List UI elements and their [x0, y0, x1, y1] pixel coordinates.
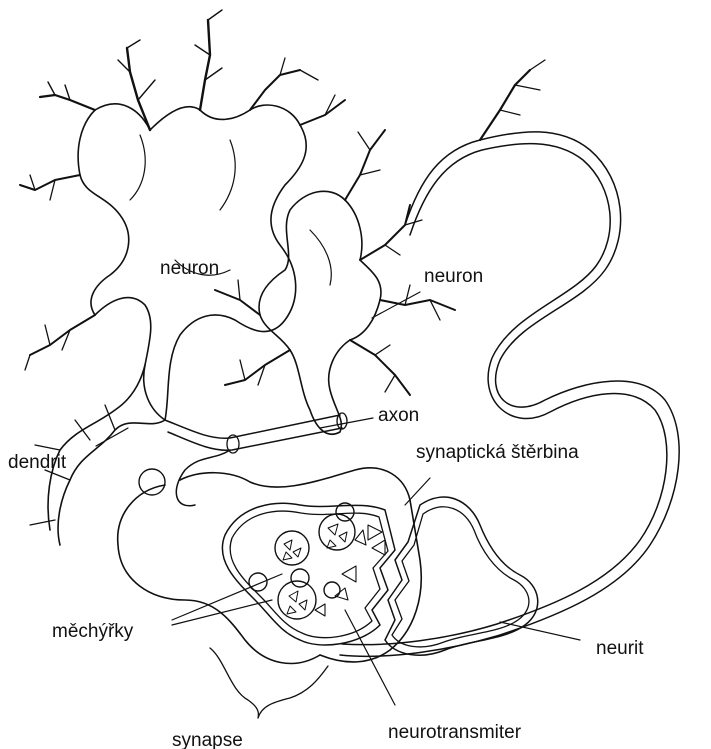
nt-molecule [355, 530, 366, 545]
label-neurit: neurit [596, 638, 644, 659]
nt-molecule [342, 566, 356, 582]
vesicle-fusing [324, 582, 340, 598]
labels: neuron neuron axon dendrit synaptická št… [8, 258, 644, 749]
label-neurotransmiter: neurotransmiter [388, 722, 522, 743]
leader-lines [96, 292, 580, 718]
leader-dendrit [96, 428, 128, 446]
nt-molecule [372, 540, 385, 555]
leader-mechyrky-2 [172, 600, 272, 625]
leader-neurotransmiter [345, 610, 395, 705]
neuron-body-right [259, 191, 381, 434]
label-neuron-right: neuron [424, 266, 483, 287]
neurit-terminal-branches [480, 60, 545, 140]
label-neuron-left: neuron [160, 258, 219, 279]
nt-molecule [315, 604, 325, 616]
label-mechyrky: měchýřky [52, 621, 134, 642]
label-dendrit: dendrit [8, 452, 67, 473]
label-axon: axon [378, 405, 419, 426]
label-synapticka-sterbina: synaptická štěrbina [416, 442, 579, 463]
postsynaptic-terminal [385, 497, 538, 655]
nt-molecule [368, 525, 382, 540]
vesicle-empty [291, 569, 309, 587]
leader-mechyrky-1 [172, 574, 282, 620]
vesicle [275, 531, 309, 565]
nt-molecule [335, 588, 348, 600]
dendrites-upper-left [20, 10, 345, 370]
label-synapse: synapse [172, 730, 243, 749]
